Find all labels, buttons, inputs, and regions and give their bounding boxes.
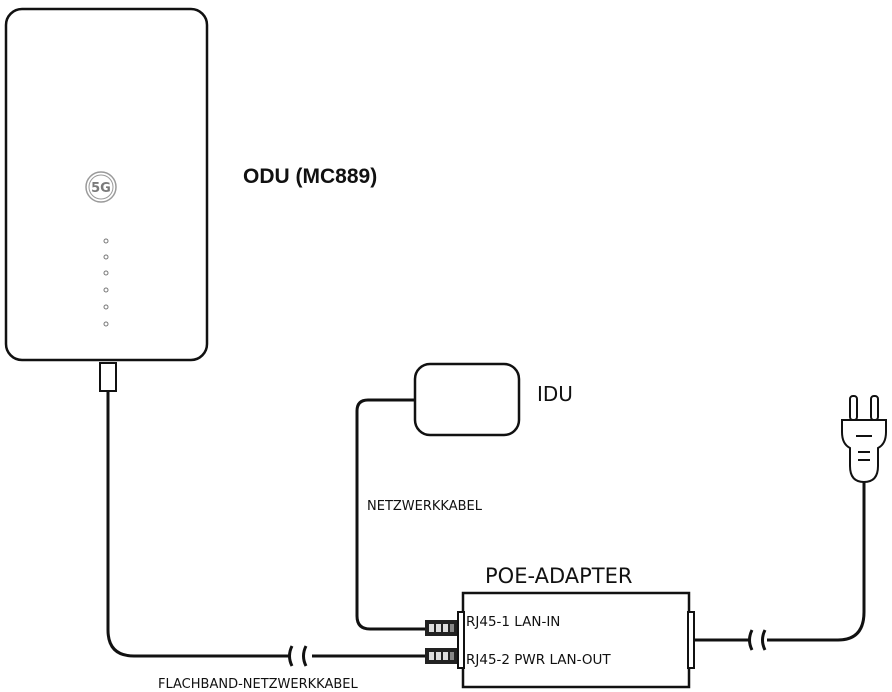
power-cable bbox=[694, 482, 866, 642]
odu-label: ODU (MC889) bbox=[243, 165, 377, 188]
idu-device bbox=[413, 362, 521, 437]
power-cable-break-icon bbox=[748, 629, 767, 651]
flat-cable-label: FLACHBAND-NETZWERKKABEL bbox=[158, 677, 359, 692]
svg-text:5G: 5G bbox=[91, 181, 111, 196]
5g-badge-icon: 5G bbox=[85, 171, 117, 203]
poe-adapter bbox=[457, 591, 695, 689]
flat-network-cable bbox=[106, 391, 430, 658]
odu-connector-icon bbox=[99, 362, 117, 392]
power-plug-icon bbox=[841, 395, 887, 484]
rj45-plug-1-icon bbox=[425, 620, 457, 636]
idu-label: IDU bbox=[537, 382, 573, 406]
cable-break-icon bbox=[288, 645, 308, 667]
status-led-icons bbox=[103, 238, 109, 327]
network-cable bbox=[355, 398, 430, 631]
poe-adapter-label: POE-ADAPTER bbox=[485, 564, 632, 588]
port-2-label: RJ45-2 PWR LAN-OUT bbox=[466, 652, 611, 668]
network-cable-label: NETZWERKKABEL bbox=[367, 499, 483, 514]
rj45-plug-2-icon bbox=[425, 648, 457, 664]
odu-device: 5G bbox=[4, 7, 209, 392]
port-1-label: RJ45-1 LAN-IN bbox=[466, 614, 560, 630]
